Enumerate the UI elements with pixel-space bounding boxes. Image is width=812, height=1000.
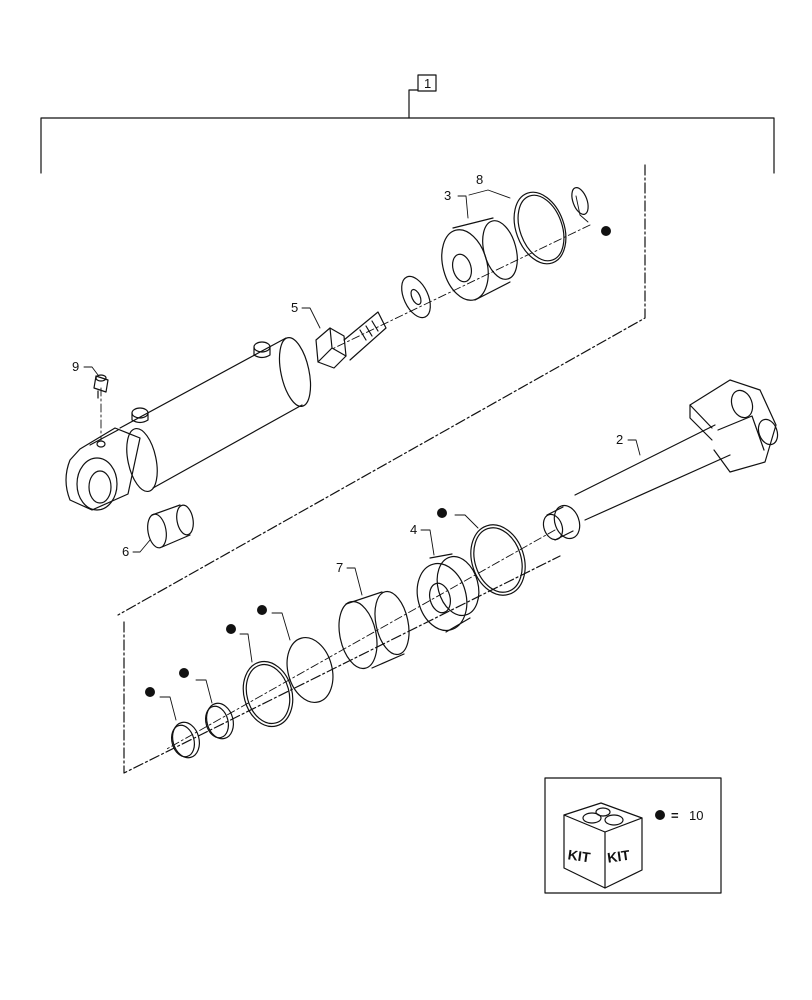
bushing <box>147 504 194 549</box>
kit-boundary <box>117 164 646 774</box>
gland <box>416 553 480 633</box>
seal-ring-b-inner <box>245 663 291 725</box>
centerlines <box>100 224 591 751</box>
seal-ring-b <box>242 660 294 728</box>
assembly-label: 1 <box>424 76 431 91</box>
wiper-ring-b <box>172 721 200 759</box>
grease-fitting <box>93 374 109 399</box>
leader-lines <box>83 189 641 721</box>
wear-sleeve <box>338 590 410 670</box>
bolt <box>315 311 387 369</box>
piston-rod <box>542 379 779 541</box>
kit-text-right: KIT <box>606 847 631 866</box>
kit-legend-box <box>544 777 722 894</box>
large-seal-ring-inner <box>517 194 565 262</box>
callout-5: 5 <box>291 300 298 315</box>
assembly-label-box <box>417 74 437 92</box>
gland-seal-ring <box>470 524 526 596</box>
large-seal-ring <box>513 191 567 265</box>
wiper-ring-b-inner <box>170 724 196 758</box>
gland-seal-ring-inner <box>473 527 523 593</box>
callout-4: 4 <box>410 522 417 537</box>
wiper-ring-a <box>206 702 234 740</box>
callout-7: 7 <box>336 560 343 575</box>
washer <box>401 275 431 319</box>
assembly-bracket <box>40 89 775 174</box>
callout-9: 9 <box>72 359 79 374</box>
piston <box>441 217 518 301</box>
callout-8: 8 <box>476 172 483 187</box>
callout-2: 2 <box>616 432 623 447</box>
callout-3: 3 <box>444 188 451 203</box>
kit-text-left: KIT <box>567 846 592 865</box>
cylinder-barrel <box>65 337 312 511</box>
legend-kit-number: 10 <box>689 808 703 823</box>
wiper-ring-a-inner <box>204 705 230 739</box>
kit-box-icon <box>563 802 643 889</box>
kit-bullets <box>145 226 665 820</box>
small-o-ring-top <box>571 187 589 215</box>
callout-6: 6 <box>122 544 129 559</box>
legend-equals: = <box>671 808 679 823</box>
seal-ring-a <box>286 637 334 703</box>
